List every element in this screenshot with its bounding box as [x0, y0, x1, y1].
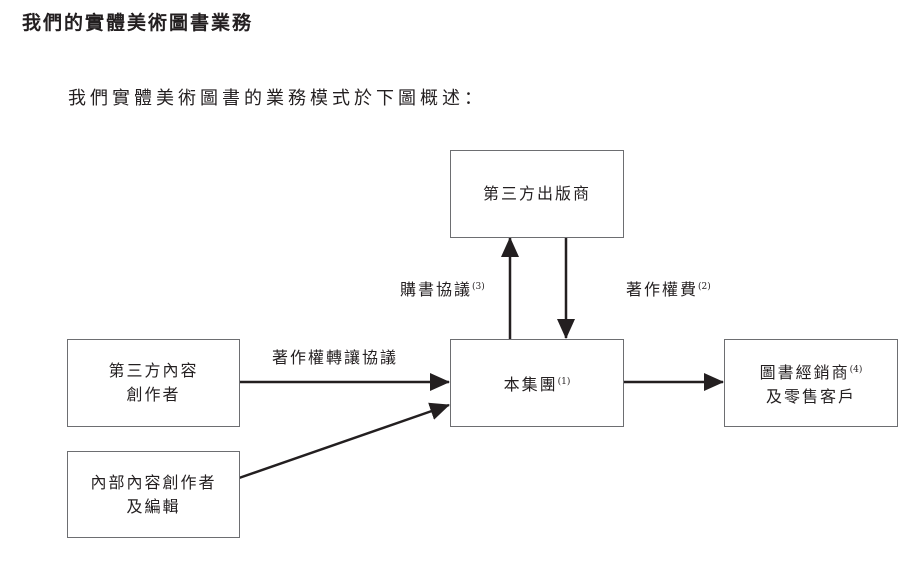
edge-label-purchase-agreement: 購書協議(3)	[400, 276, 485, 300]
node-label-text: 圖書經銷商	[759, 362, 850, 382]
edge-label-text: 購書協議	[400, 280, 473, 299]
node-third-party-publisher: 第三方出版商	[450, 150, 624, 238]
arrow-internal-to-group	[238, 402, 450, 480]
node-label: 本集團(1)	[504, 370, 571, 397]
footnote-marker: (3)	[472, 282, 485, 292]
node-label-line-1: 第三方內容	[108, 361, 199, 380]
node-label-line-2: 創作者	[126, 385, 181, 404]
node-third-party-content-creators: 第三方內容 創作者	[67, 339, 240, 427]
edge-label-copyright-transfer: 著作權轉讓協議	[272, 344, 398, 368]
node-label-line-2: 及編輯	[126, 496, 181, 516]
node-label-line-2: 及零售客戶	[765, 386, 856, 406]
node-internal-creators-editors: 內部內容創作者 及編輯	[67, 451, 240, 538]
node-book-distributors-retail: 圖書經銷商(4) 及零售客戶	[724, 339, 898, 427]
edge-label-text: 著作權費	[626, 280, 699, 299]
edge-label-text: 著作權轉讓協議	[272, 348, 399, 367]
node-label-line-1: 圖書經銷商(4)	[760, 358, 863, 385]
footnote-marker: (4)	[849, 364, 863, 375]
node-label: 第三方出版商	[482, 184, 591, 203]
footnote-marker: (2)	[698, 282, 711, 292]
footnote-marker: (1)	[557, 376, 571, 387]
intro-text: 我們實體美術圖書的業務模式於下圖概述：	[68, 88, 486, 109]
node-the-group: 本集團(1)	[450, 339, 624, 427]
edge-label-royalty: 著作權費(2)	[626, 276, 711, 300]
section-heading: 我們的實體美術圖書業務	[22, 12, 254, 34]
node-label-line-1: 內部內容創作者	[90, 472, 217, 492]
node-label-text: 本集團	[503, 374, 558, 394]
